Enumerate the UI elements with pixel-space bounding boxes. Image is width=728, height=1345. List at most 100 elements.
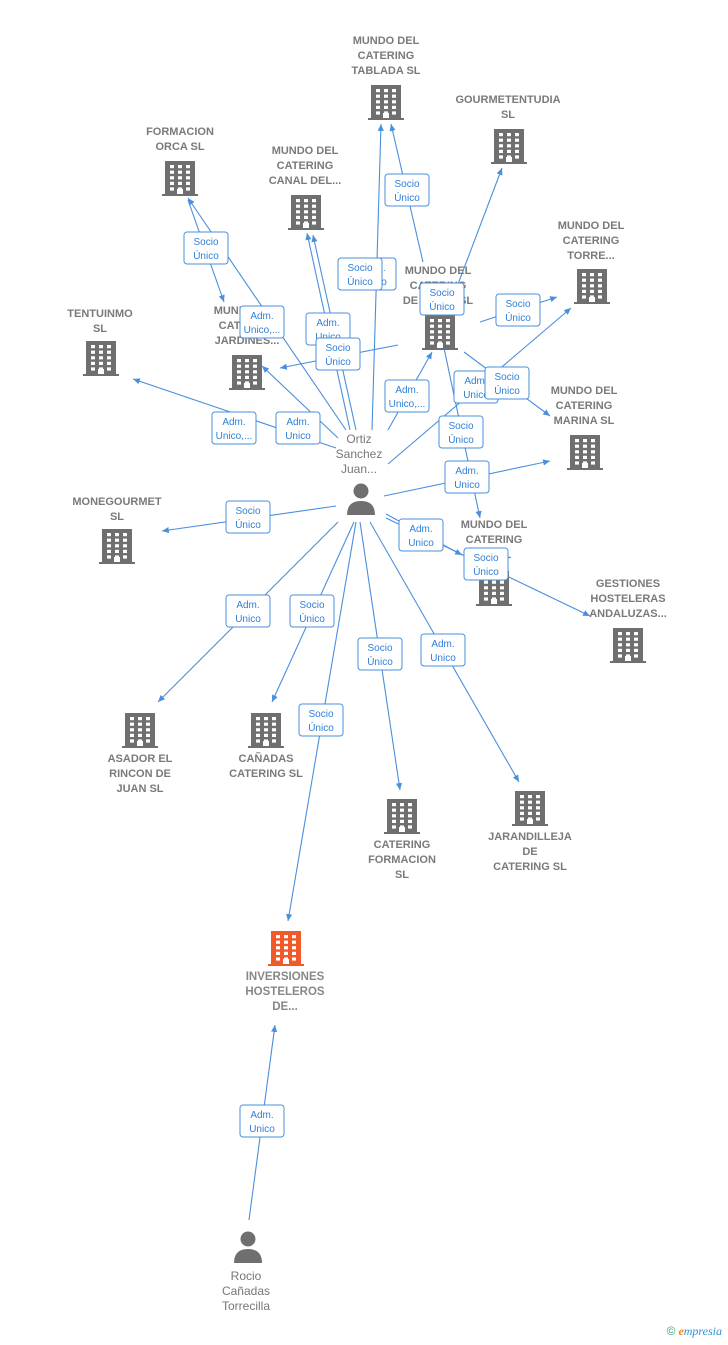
relationship-badge[interactable]: Adm.Unico (239, 1104, 285, 1138)
relationship-badge[interactable]: Adm. Unico,... (239, 305, 285, 339)
person-name-line: Sanchez (336, 447, 383, 461)
company-name-line: TABLADA SL (351, 65, 420, 77)
relationship-label: Único (494, 384, 520, 397)
company-name-line: ORCA SL (155, 141, 204, 153)
relationship-label: Adm. (316, 318, 339, 329)
relationship-label: Unico,... (216, 431, 253, 442)
company-name-line: ASADOR EL (108, 753, 173, 765)
relationship-badge[interactable]: Adm. Unico (420, 633, 466, 667)
company-node-orca[interactable]: FORMACION ORCA SL (146, 126, 214, 196)
relationship-badge[interactable]: Adm.Unico (225, 594, 271, 628)
relationship-label: Socio (394, 179, 419, 190)
relationship-badge[interactable]: Adm. Unico,... (211, 411, 257, 445)
relationship-label: Adm. (286, 417, 309, 428)
relationship-label: Adm. (431, 639, 454, 650)
relationship-badge[interactable]: Adm.Unico,... (384, 379, 430, 413)
relationship-label: Único (505, 311, 531, 324)
building-icon (83, 341, 119, 376)
company-node-tablada[interactable]: MUNDO DEL CATERING TABLADA SL (351, 35, 421, 120)
relationship-label: Adm. (464, 376, 487, 387)
relationship-label: Socio (367, 643, 392, 654)
building-icon (248, 713, 284, 748)
company-name-line: RINCON DE (109, 768, 171, 780)
relationship-label: Socio (299, 600, 324, 611)
company-name-line: ANDALUZAS... (589, 608, 667, 620)
company-name-line: HOSTELERAS (590, 593, 665, 605)
company-name-line: CATERING (358, 50, 415, 62)
relationship-label: Único (448, 433, 474, 446)
company-node-torre[interactable]: MUNDO DELCATERINGTORRE... (558, 220, 625, 304)
building-icon (229, 355, 265, 390)
edge-ortiz-to-jardines (261, 365, 339, 439)
company-name-line: CATERING SL (229, 768, 303, 780)
copyright-mark: © (666, 1324, 676, 1338)
person-name-line: Ortiz (346, 432, 371, 446)
relationship-label: Socio (429, 288, 454, 299)
person-node-ortiz[interactable]: OrtizSanchezJuan... (336, 432, 383, 515)
person-name-line: Cañadas (222, 1284, 270, 1298)
relationship-label: Único (473, 565, 499, 578)
building-icon (574, 269, 610, 304)
building-icon (384, 799, 420, 834)
relationship-badge[interactable]: Adm.Unico (444, 460, 490, 494)
company-name-line: JARANDILLEJA (488, 831, 572, 843)
building-icon (422, 315, 458, 350)
empresia-brand[interactable]: © empresia (667, 1324, 722, 1339)
company-name-line: FORMACION (368, 854, 436, 866)
edge-losx-to-gourmet (454, 167, 503, 293)
brand-initial: e (678, 1324, 684, 1338)
relationship-label: Adm. (222, 417, 245, 428)
company-name-line: MONEGOURMET (72, 496, 162, 508)
relationship-label: Socio (473, 553, 498, 564)
relationship-label: Adm. (236, 600, 259, 611)
relationship-label: Unico (430, 653, 456, 664)
relationship-label: Único (299, 612, 325, 625)
company-node-inversiones[interactable]: INVERSIONESHOSTELEROSDE... (245, 931, 325, 1013)
building-icon (99, 529, 135, 564)
relationship-label: Adm. (250, 1110, 273, 1121)
company-name-line: FORMACION (146, 126, 214, 138)
relationship-label: Adm. (409, 524, 432, 535)
relationship-label: Socio (325, 343, 350, 354)
relationship-label: Unico,... (244, 325, 281, 336)
relationship-badge[interactable]: Adm.Unico (398, 518, 444, 552)
company-name-line: CATERING (277, 160, 334, 172)
brand-name: mpresia (683, 1324, 722, 1338)
company-name-line: SL (93, 323, 107, 335)
building-icon (610, 628, 646, 663)
company-name-line: MUNDO DEL (272, 145, 339, 157)
company-name-line: MUNDO DEL (461, 519, 528, 531)
relationship-badge[interactable]: Adm.Unico (275, 411, 321, 445)
building-icon (162, 161, 198, 196)
company-node-gestiones[interactable]: GESTIONESHOSTELERASANDALUZAS... (589, 578, 667, 663)
relationship-label: Socio (505, 299, 530, 310)
building-icon (567, 435, 603, 470)
company-name-line: MUNDO DEL (353, 35, 420, 47)
company-name-line: INVERSIONES (246, 971, 325, 983)
relationship-label: Adm. (250, 311, 273, 322)
company-name-line: CATERING (556, 400, 613, 412)
